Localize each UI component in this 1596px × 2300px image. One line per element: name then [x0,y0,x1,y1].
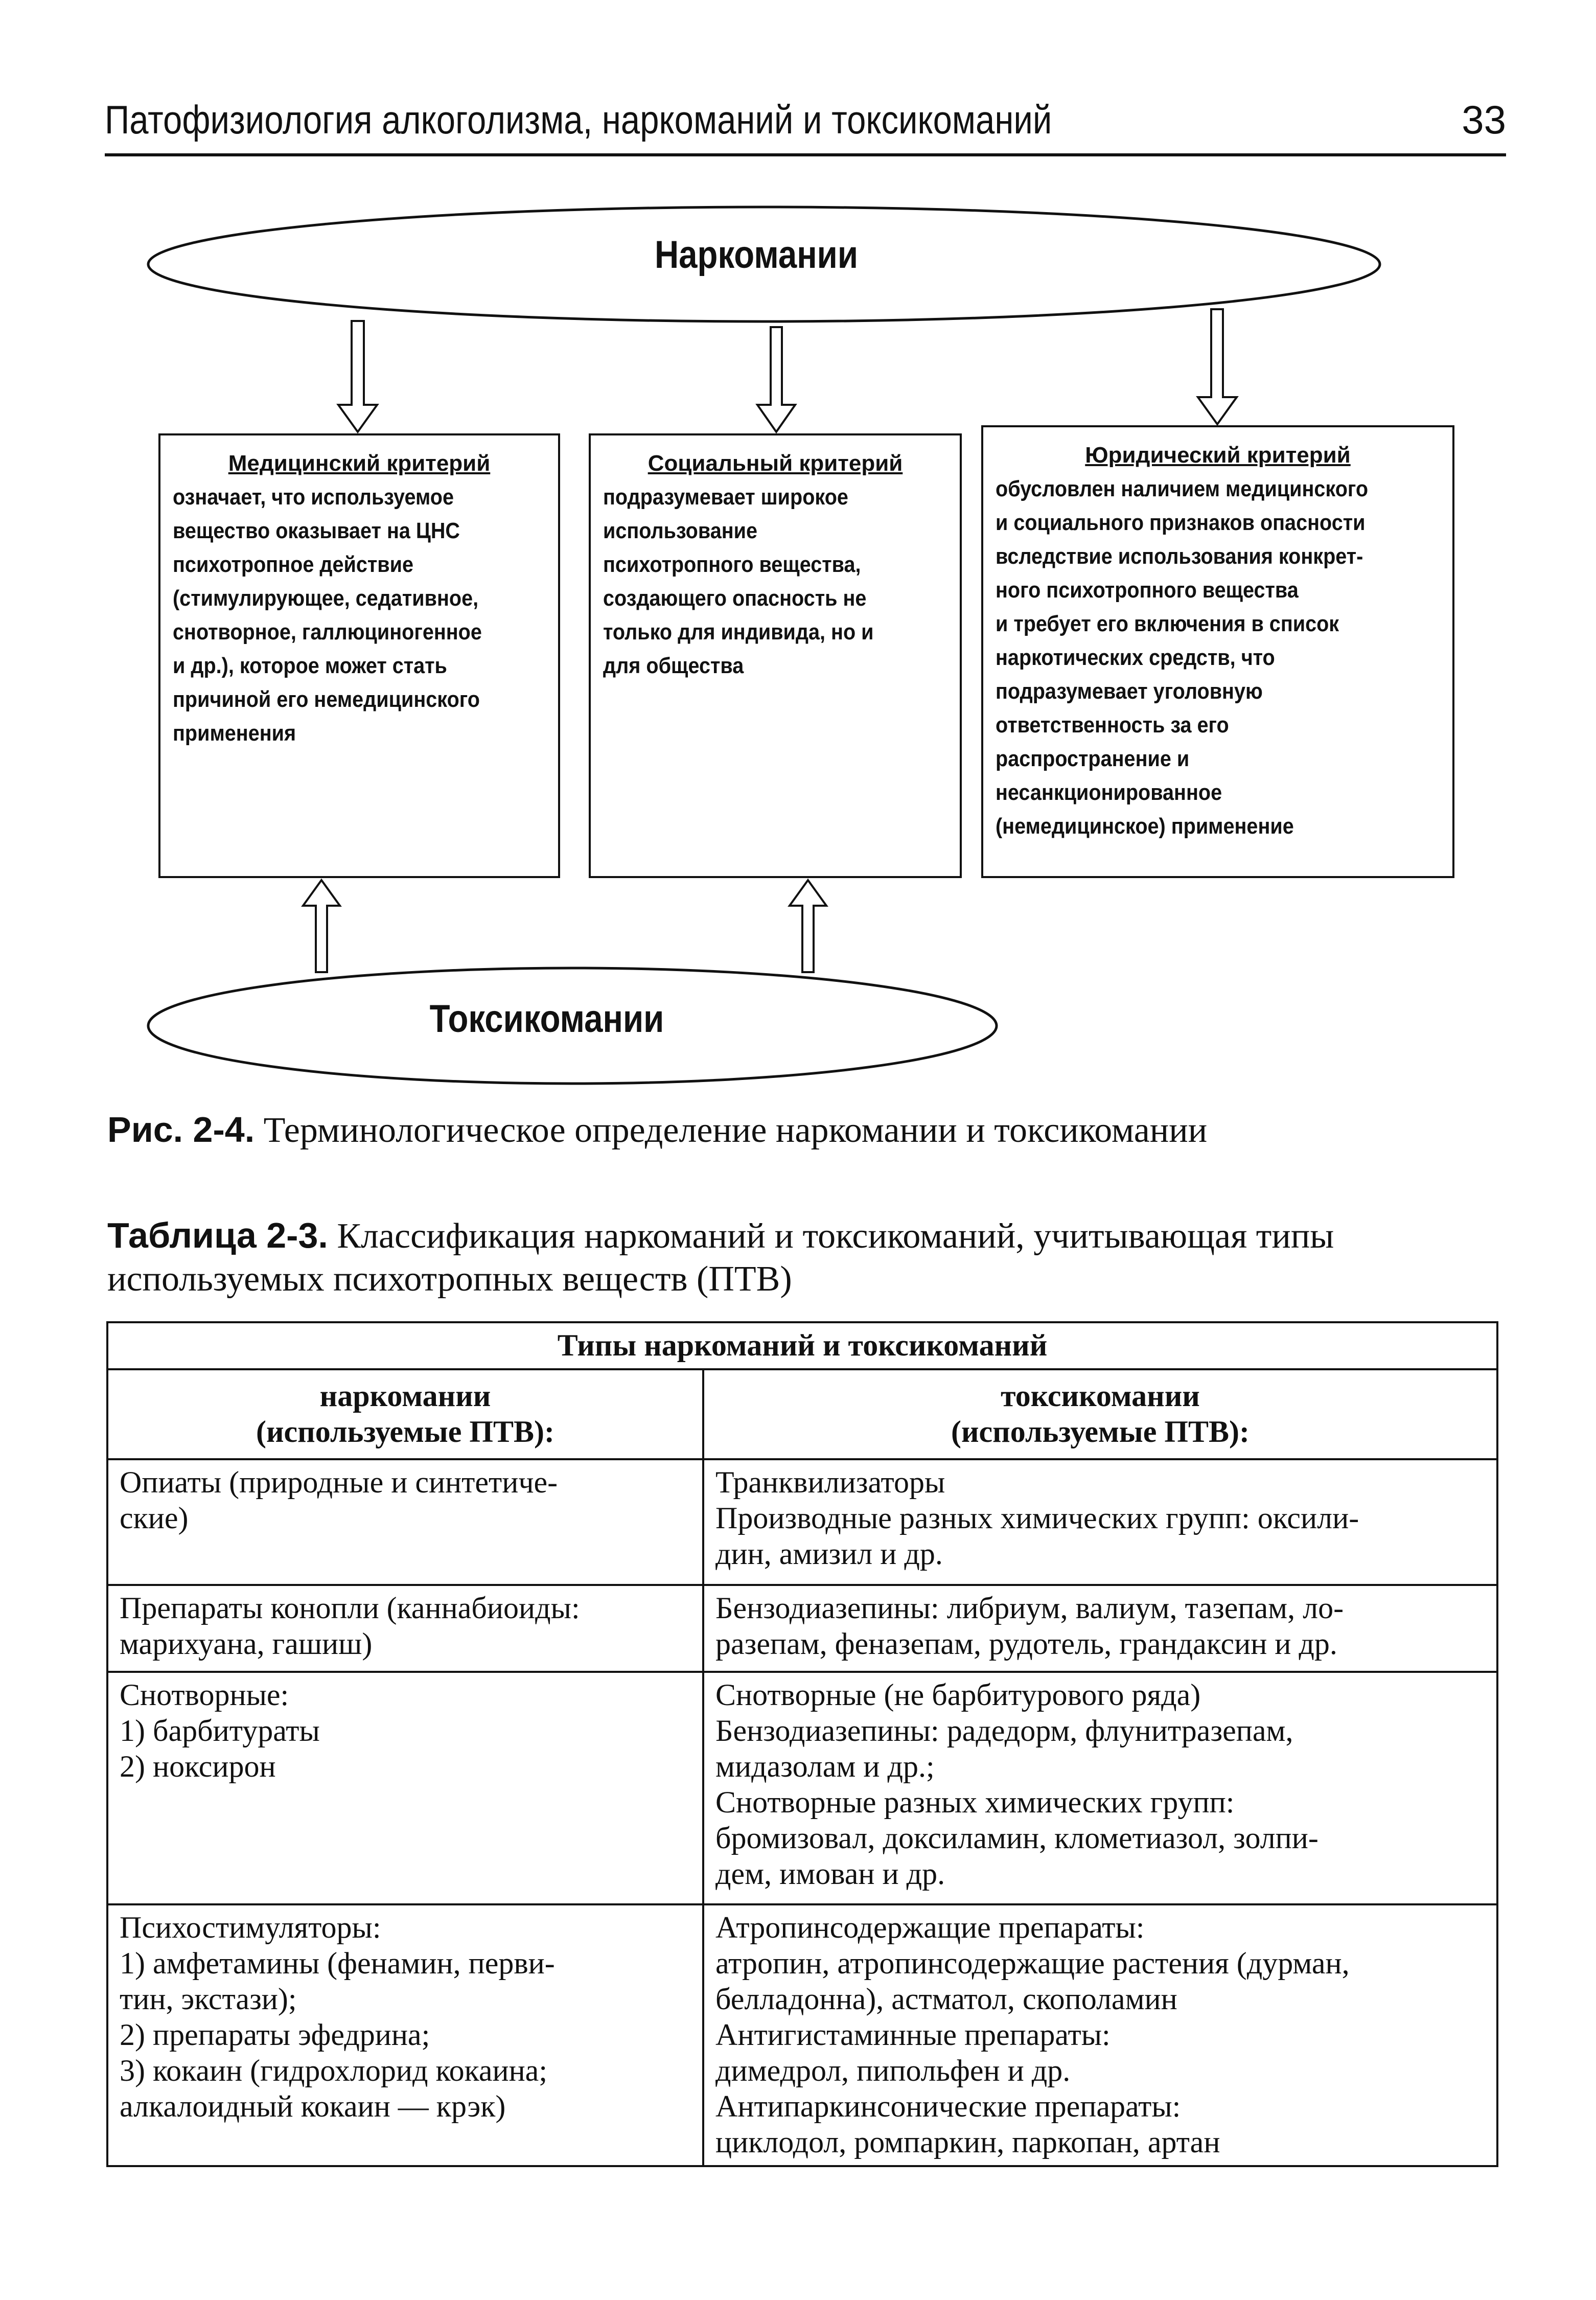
table-row: Препараты конопли (каннабиоиды: марихуан… [106,1584,1498,1673]
table-title: Типы наркоманий и токсикоманий [106,1321,1498,1370]
down-arrow-legal [1196,308,1239,426]
table-cell: Атропинсодержащие препараты: атропин, ат… [702,1903,1498,2167]
up-arrow-social [788,878,828,973]
running-title: Патофизиология алкоголизма, наркоманий и… [105,97,1052,142]
column-header-toxicomania: токсикомании (используемые ПТВ): [702,1368,1498,1460]
page-number: 33 [1462,97,1506,142]
classification-table: Типы наркоманий и токсикоманий наркомани… [106,1321,1498,2167]
table-caption: Таблица 2-3. Классификация наркоманий и … [107,1214,1508,1301]
table-row: Опиаты (природные и синтетиче- ские) Тра… [106,1458,1498,1586]
up-arrow-medical [301,878,342,973]
down-arrow-medical [336,320,379,434]
legal-criterion-text: обусловлен наличием медицинского и социа… [996,476,1369,839]
table-cell: Снотворные (не барбитурового ряда) Бензо… [702,1671,1498,1905]
terminology-diagram: Наркомании Токсикомании Медицинский крит… [0,0,1596,1099]
medical-criterion-text: означает, что используемое вещество оказ… [173,485,482,746]
column-header-narcomania: наркомании (используемые ПТВ): [106,1368,704,1460]
table-row: Снотворные: 1) барбитураты 2) ноксирон С… [106,1671,1498,1905]
legal-criterion-box: Юридический критерий обусловлен наличием… [981,425,1454,878]
legal-criterion-heading: Юридический критерий [1085,443,1351,468]
figure-caption-label: Рис. 2-4. [107,1110,255,1149]
figure-caption: Рис. 2-4. Терминологическое определение … [107,1109,1508,1151]
table-cell: Психостимуляторы: 1) амфетамины (фенамин… [106,1903,704,2167]
social-criterion-heading: Социальный критерий [647,451,903,476]
table-cell: Препараты конопли (каннабиоиды: марихуан… [106,1584,704,1673]
social-criterion-box: Социальный критерий подразумевает широко… [589,433,962,878]
table-caption-text: Классификация наркоманий и токсикоманий,… [107,1216,1334,1299]
table-cell: Транквилизаторы Производные разных химич… [702,1458,1498,1586]
table-row: Психостимуляторы: 1) амфетамины (фенамин… [106,1903,1498,2167]
table-cell: Бензодиазепины: либриум, валиум, тазепам… [702,1584,1498,1673]
down-arrow-social [755,326,797,434]
narcomania-label: Наркомании [654,233,859,277]
table-caption-label: Таблица 2-3. [107,1215,328,1255]
medical-criterion-box: Медицинский критерий означает, что испол… [158,433,560,878]
table-cell: Снотворные: 1) барбитураты 2) ноксирон [106,1671,704,1905]
figure-caption-text: Терминологическое определение наркомании… [255,1111,1208,1150]
medical-criterion-heading: Медицинский критерий [228,451,491,476]
toxicomania-label: Токсикомании [429,997,664,1041]
table-header-row: наркомании (используемые ПТВ): токсикома… [106,1368,1498,1460]
diagram-shapes [147,205,1381,1085]
social-criterion-text: подразумевает широкое использование псих… [603,485,874,678]
top-ellipse [147,205,1381,323]
bottom-ellipse [147,967,998,1085]
page-header: Патофизиология алкоголизма, наркоманий и… [105,82,1506,156]
table-title-row: Типы наркоманий и токсикоманий [106,1321,1498,1370]
table-cell: Опиаты (природные и синтетиче- ские) [106,1458,704,1586]
